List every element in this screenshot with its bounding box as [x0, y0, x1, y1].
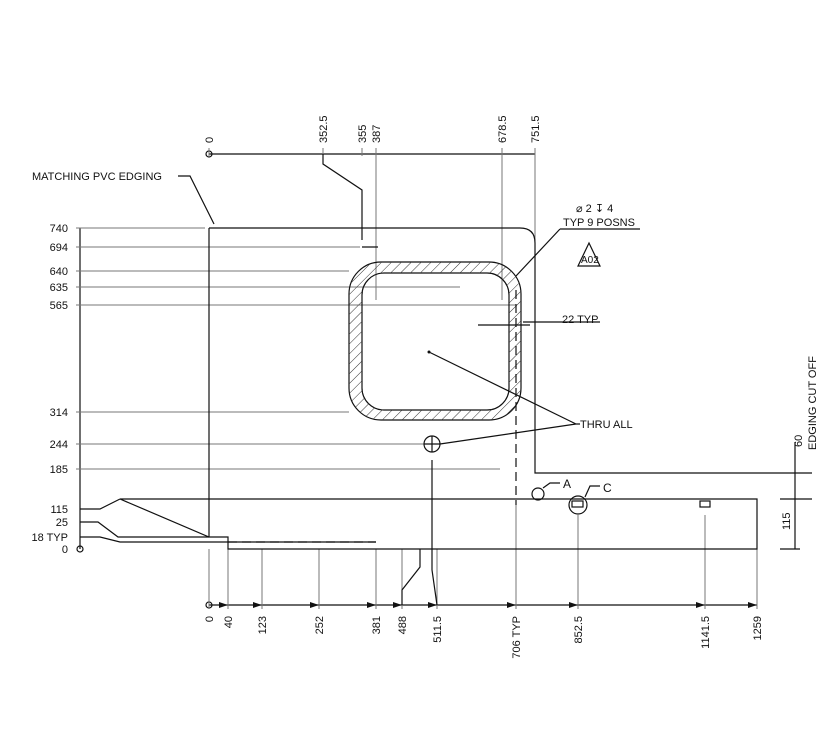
hole-marker: [699, 500, 711, 508]
revision-triangle: [577, 241, 601, 267]
dim-115: 115: [781, 512, 793, 530]
arrowhead: [748, 602, 757, 608]
arrowhead: [367, 602, 376, 608]
arrowhead: [696, 602, 705, 608]
left-dim-label: 740: [50, 223, 68, 235]
top-dim-label: 751.5: [530, 115, 542, 143]
label-c: C: [603, 481, 612, 495]
top-dim-label: 678.5: [497, 115, 509, 143]
bottom-dim-label: 0: [204, 616, 216, 622]
label-a: A: [563, 477, 571, 491]
top-dim-label: 387: [371, 125, 383, 143]
hole-note: ⌀ 2 ↧ 4: [576, 203, 613, 215]
hole-c: [568, 495, 588, 515]
left-dim-label: 314: [50, 407, 68, 419]
arrowhead: [507, 602, 516, 608]
left-dim-label: 115: [50, 504, 68, 516]
bottom-dim-label: 852.5: [573, 616, 585, 644]
hole-typ-note: TYP 9 POSNS: [563, 217, 635, 229]
left-dim-label: 25: [56, 517, 68, 529]
arrowhead: [219, 602, 228, 608]
dim-60: 60: [793, 435, 805, 447]
top-dim-label: 352.5: [318, 115, 330, 143]
revision-label: A02: [581, 255, 599, 266]
top-dim-label: 355: [357, 125, 369, 143]
left-dim-label: 640: [50, 266, 68, 278]
left-dim-label: 694: [50, 242, 68, 254]
sink-inner: [361, 272, 510, 411]
edge-step: [80, 498, 121, 510]
arrowhead: [569, 602, 578, 608]
left-dim-label: 565: [50, 300, 68, 312]
arrowhead: [310, 602, 319, 608]
top-dim-label: 0: [204, 137, 216, 143]
left-dim-label: 185: [50, 464, 68, 476]
bottom-dim-label: 488: [397, 616, 409, 634]
bottom-dim-label: 706 TYP: [511, 616, 523, 659]
thru-leader: [428, 351, 580, 445]
bottom-dimensions: 0 40 123 252 381 488 511.5 706 TYP 852.5 1141.5 12…: [204, 500, 764, 659]
typ22-dim: [478, 321, 600, 326]
left-dim-label: 0: [62, 544, 68, 556]
left-dim-label: 635: [50, 282, 68, 294]
left-dim-label: 244: [50, 439, 68, 451]
hole-a: [531, 487, 545, 501]
sink-outer: [348, 261, 522, 421]
bottom-dim-label: 511.5: [432, 616, 444, 643]
arrowhead: [393, 602, 402, 608]
bottom-dim-label: 123: [257, 616, 269, 634]
bottom-dim-label: 381: [371, 616, 383, 634]
sink-hatch: [349, 262, 521, 420]
typ22-label: 22 TYP: [562, 314, 599, 326]
edging-leader: [178, 175, 215, 225]
left-dim-label: 18 TYP: [32, 532, 69, 544]
bottom-dim-label: 40: [223, 616, 235, 628]
edging-note: MATCHING PVC EDGING: [32, 171, 162, 183]
thru-all-label: THRU ALL: [580, 419, 633, 431]
edging-cut-off-label: EDGING CUT OFF: [807, 356, 819, 450]
right-dims: [780, 442, 812, 550]
bottom-dim-label: 252: [314, 616, 326, 634]
bottom-dim-label: 1141.5: [700, 616, 712, 649]
bottom-dim-label: 1259: [752, 616, 764, 640]
arrowhead: [428, 602, 437, 608]
arrowhead: [253, 602, 262, 608]
